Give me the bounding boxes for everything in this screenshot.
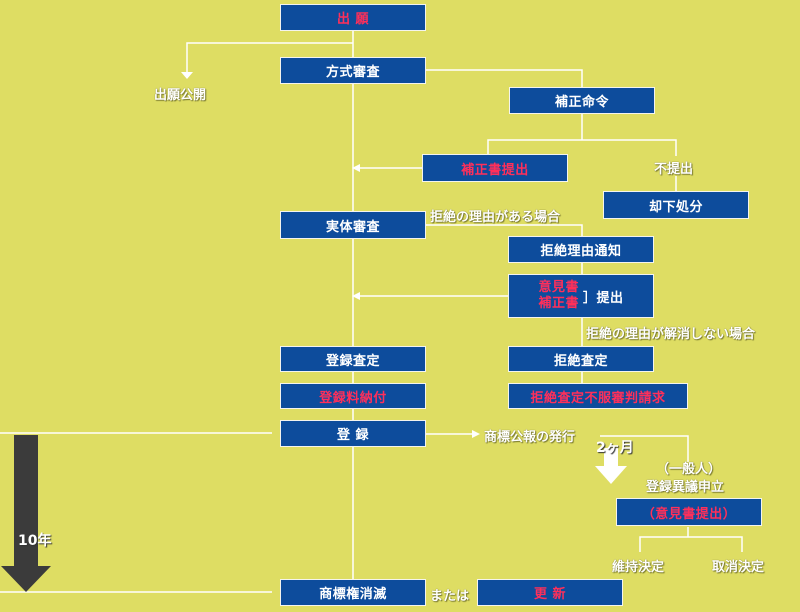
gazette-label: 商標公報の発行 (484, 430, 576, 445)
registration-box: 登 録 (280, 420, 426, 447)
opposition-party-label: （一般人） (656, 462, 722, 477)
renewal-box: 更 新 (477, 579, 623, 606)
registration-fee-box: 登録料納付 (280, 383, 426, 409)
submit-suffix: ］提出 (583, 290, 624, 306)
refusal-notice-box: 拒絶理由通知 (508, 236, 654, 263)
maintain-label: 維持決定 (612, 560, 665, 575)
two-month-arrow (595, 448, 627, 484)
registration-decision-box: 登録査定 (280, 346, 426, 372)
publication-label: 出願公開 (154, 88, 207, 103)
substantive-exam-box: 実体審査 (280, 211, 426, 239)
amendment-submit-box: 補正書提出 (422, 154, 568, 182)
two-months-label: 2ヶ月 (596, 440, 634, 456)
formality-exam-box: 方式審査 (280, 57, 426, 84)
refusal-reason-exists-label: 拒絶の理由がある場合 (430, 210, 561, 225)
opinion-amendment-submit-box: 意見書 補正書 ］提出 (508, 274, 654, 318)
opposition-filing-label: 登録異議申立 (646, 480, 725, 495)
dismissal-box: 却下処分 (603, 191, 749, 219)
or-label: または (430, 589, 470, 604)
expiry-box: 商標権消滅 (280, 579, 426, 606)
opinion-amendment-stack: 意見書 補正書 (538, 280, 579, 312)
application-box: 出 願 (280, 4, 426, 31)
amendment-label: 補正書 (538, 296, 579, 311)
ten-year-arrow (1, 435, 51, 592)
appeal-box: 拒絶査定不服審判請求 (508, 383, 688, 409)
amendment-order-box: 補正命令 (509, 87, 655, 114)
no-submission-label: 不提出 (654, 162, 694, 177)
opinion-label: 意見書 (538, 280, 579, 295)
refusal-not-resolved-label: 拒絶の理由が解消しない場合 (586, 327, 756, 342)
refusal-decision-box: 拒絶査定 (508, 346, 654, 372)
ten-years-label: 10年 (18, 533, 52, 549)
opposition-opinion-box: （意見書提出） (616, 498, 762, 526)
revoke-label: 取消決定 (712, 560, 765, 575)
